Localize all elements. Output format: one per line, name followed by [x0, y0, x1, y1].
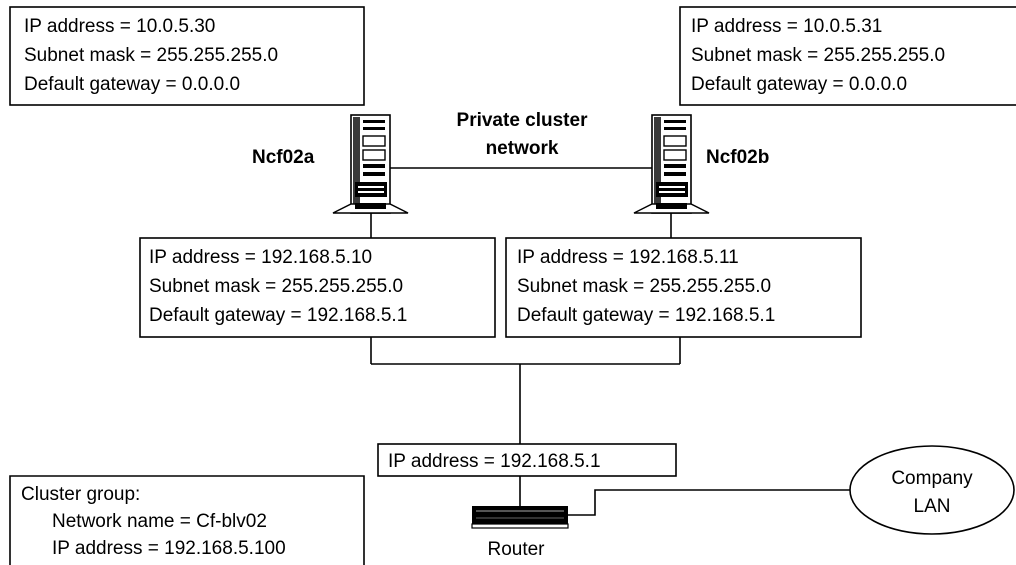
router-ip-text: IP address = 192.168.5.1: [388, 451, 601, 472]
router-to-lan-line: [568, 489, 850, 516]
ip-address-text: IP address = 10.0.5.31: [691, 16, 882, 37]
lan-label-line1: Company: [891, 468, 973, 489]
private-network-label: Private cluster network: [457, 110, 589, 159]
company-lan: Company LAN: [849, 445, 1015, 535]
subnet-mask-text: Subnet mask = 255.255.255.0: [149, 276, 403, 297]
lan-ellipse: [849, 445, 1015, 535]
private-network-line1: Private cluster: [457, 110, 589, 131]
config-box: [679, 6, 1016, 106]
ip-address-text: IP address = 192.168.5.10: [149, 247, 372, 268]
server-a-private-config: IP address = 10.0.5.30 Subnet mask = 255…: [9, 6, 365, 106]
cluster-group: Cluster group: Network name = Cf-blv02 I…: [9, 475, 365, 565]
private-network-line2: network: [486, 138, 559, 159]
server-b-private-config: IP address = 10.0.5.31 Subnet mask = 255…: [679, 6, 1016, 106]
subnet-mask-text: Subnet mask = 255.255.255.0: [24, 45, 278, 66]
server-a-public-config: IP address = 192.168.5.10 Subnet mask = …: [139, 237, 496, 338]
cluster-ip-address: IP address = 192.168.5.100: [52, 538, 286, 559]
server-b-public-config: IP address = 192.168.5.11 Subnet mask = …: [505, 237, 862, 338]
config-box: [9, 6, 365, 106]
default-gateway-text: Default gateway = 0.0.0.0: [691, 74, 907, 95]
default-gateway-text: Default gateway = 0.0.0.0: [24, 74, 240, 95]
subnet-mask-text: Subnet mask = 255.255.255.0: [517, 276, 771, 297]
server-tower-icon: [633, 114, 710, 214]
router-config: IP address = 192.168.5.1: [377, 443, 677, 477]
ip-address-text: IP address = 192.168.5.11: [517, 247, 739, 268]
cluster-group-title: Cluster group:: [21, 484, 140, 505]
subnet-mask-text: Subnet mask = 255.255.255.0: [691, 45, 945, 66]
cluster-group-box: [9, 475, 365, 565]
router: Router: [471, 506, 569, 560]
connections: [370, 167, 850, 516]
server-b: Ncf02b: [633, 114, 769, 214]
router-icon: [471, 506, 569, 529]
server-name: Ncf02a: [252, 147, 315, 168]
default-gateway-text: Default gateway = 192.168.5.1: [149, 305, 407, 326]
server-name: Ncf02b: [706, 147, 769, 168]
ip-address-text: IP address = 10.0.5.30: [24, 16, 215, 37]
default-gateway-text: Default gateway = 192.168.5.1: [517, 305, 775, 326]
config-box: [139, 237, 496, 338]
config-box: [505, 237, 862, 338]
router-label: Router: [487, 539, 545, 560]
lan-label-line2: LAN: [914, 496, 951, 517]
router-ip-box: [377, 443, 677, 477]
server-a: Ncf02a: [252, 114, 409, 214]
cluster-network-name: Network name = Cf-blv02: [52, 511, 267, 532]
server-tower-icon: [332, 114, 409, 214]
